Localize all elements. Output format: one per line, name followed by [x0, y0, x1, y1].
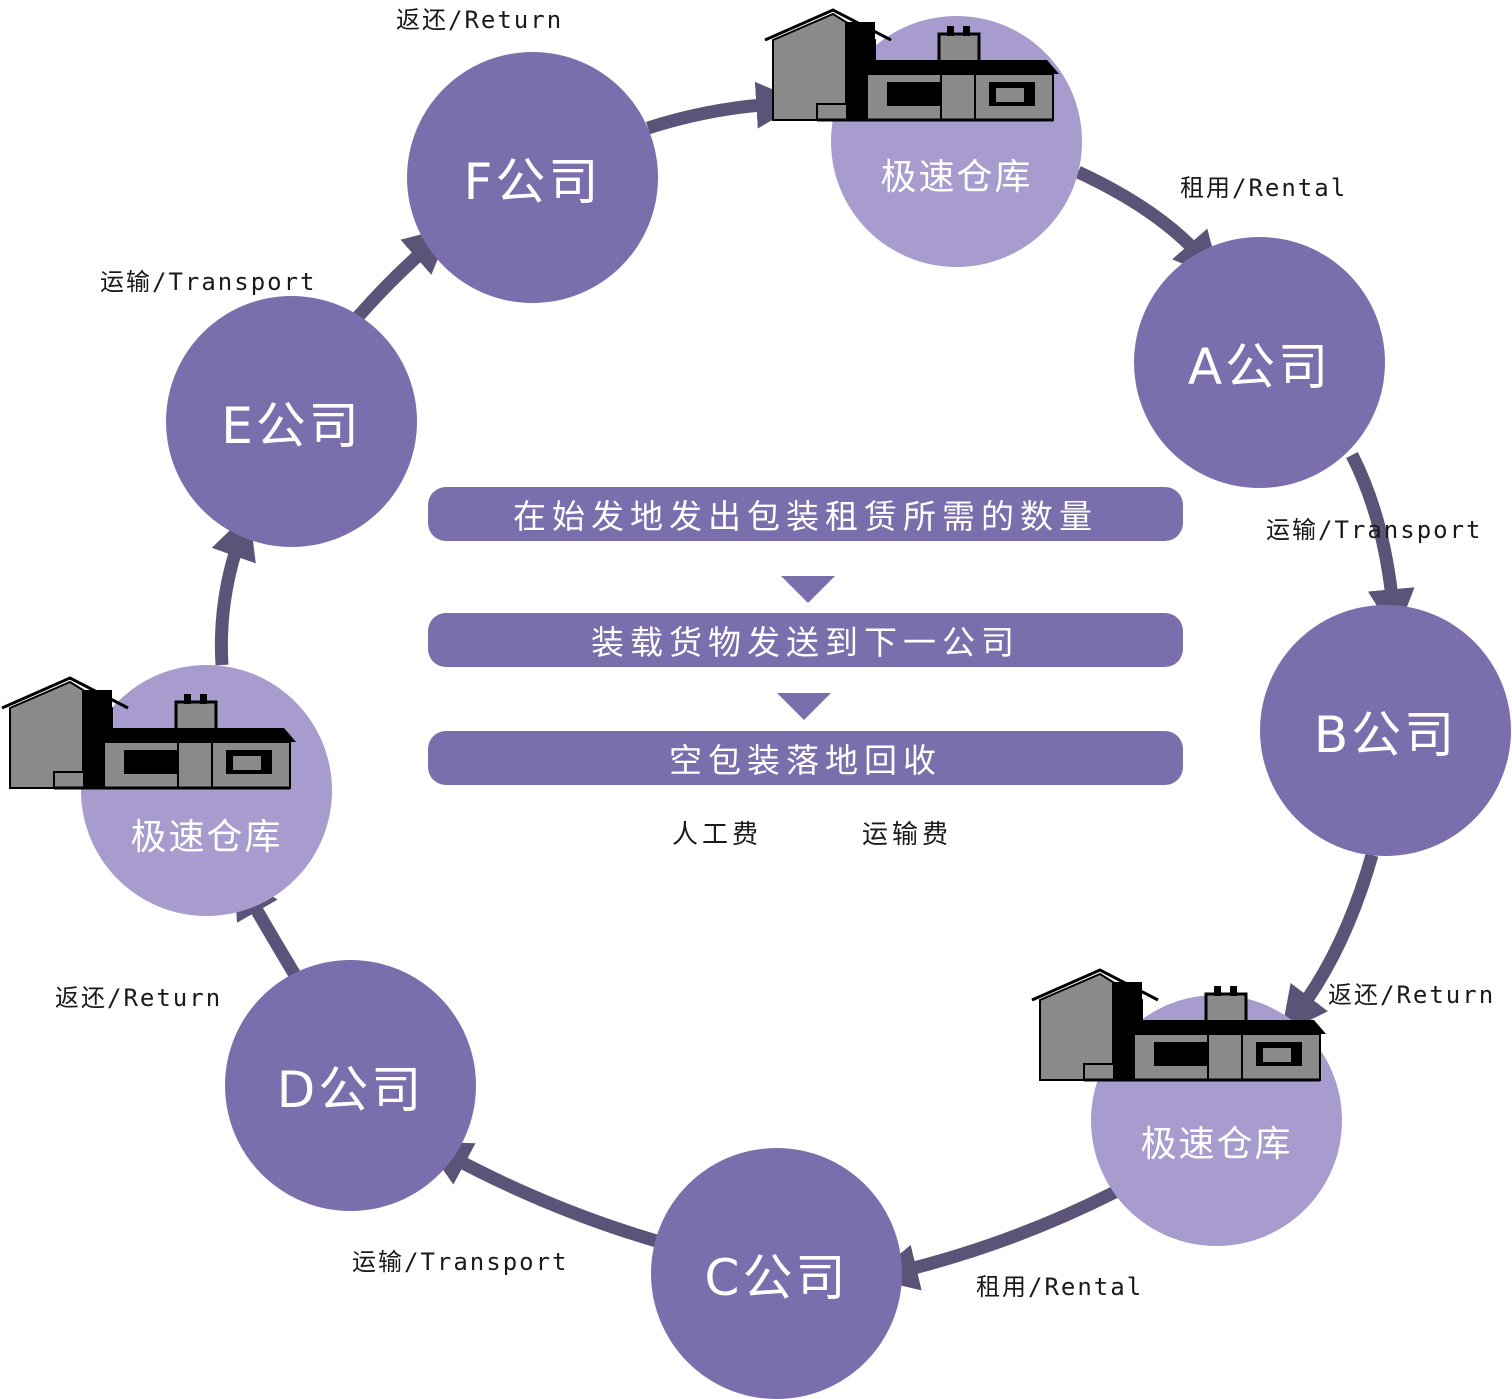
company-a-label: A公司 [1187, 337, 1332, 396]
step-arrow-icon [777, 693, 831, 720]
process-step-1: 在始发地发出包装租赁所需的数量 [428, 487, 1183, 541]
company-c-node: C公司 [651, 1148, 902, 1399]
edge-label-f-to-warehouse: 返还/Return [396, 6, 564, 34]
warehouse-top-label: 极速仓库 [880, 157, 1033, 198]
step-arrow-icon [781, 576, 835, 603]
company-d-label: D公司 [276, 1060, 425, 1119]
company-e-node: E公司 [166, 296, 417, 547]
company-b-label: B公司 [1313, 705, 1458, 764]
arrow-c-to-d [423, 1141, 662, 1249]
arrow-e-to-f [352, 226, 452, 323]
edge-label-warehouse-to-c: 租用/Rental [976, 1273, 1144, 1301]
company-b-node: B公司 [1260, 605, 1511, 856]
arrow-b-to-warehouse [1281, 853, 1379, 1035]
process-step-2: 装载货物发送到下一公司 [428, 613, 1183, 667]
arrow-warehouse-to-e [211, 511, 256, 666]
edge-label-warehouse-to-a: 租用/Rental [1180, 174, 1348, 202]
house-icon [1, 676, 296, 790]
house-icon [764, 8, 1059, 122]
company-a-node: A公司 [1134, 237, 1385, 488]
arrow-warehouse-to-c [870, 1186, 1118, 1291]
company-e-label: E公司 [221, 396, 362, 455]
arrow-d-to-warehouse [234, 870, 301, 979]
arrow-warehouse-to-a [1075, 166, 1221, 280]
cost-transport: 运输费 [862, 820, 953, 850]
company-d-node: D公司 [225, 960, 476, 1211]
process-step-3: 空包装落地回收 [428, 731, 1183, 785]
cost-labor: 人工费 [672, 820, 763, 850]
edge-label-e-to-f: 运输/Transport [100, 268, 317, 296]
edge-label-d-to-warehouse: 返还/Return [55, 984, 223, 1012]
company-f-node: F公司 [407, 52, 658, 303]
arrow-f-to-warehouse [646, 81, 804, 135]
warehouse-left-label: 极速仓库 [130, 817, 283, 858]
arrow-a-to-b [1346, 452, 1415, 636]
edge-label-b-to-warehouse: 返还/Return [1328, 981, 1496, 1009]
edge-label-a-to-b: 运输/Transport [1266, 516, 1483, 544]
house-icon [1031, 968, 1326, 1082]
edge-label-c-to-d: 运输/Transport [352, 1248, 569, 1276]
warehouse-bottom-right-label: 极速仓库 [1140, 1124, 1293, 1165]
company-f-label: F公司 [463, 152, 602, 211]
company-c-label: C公司 [704, 1248, 849, 1307]
